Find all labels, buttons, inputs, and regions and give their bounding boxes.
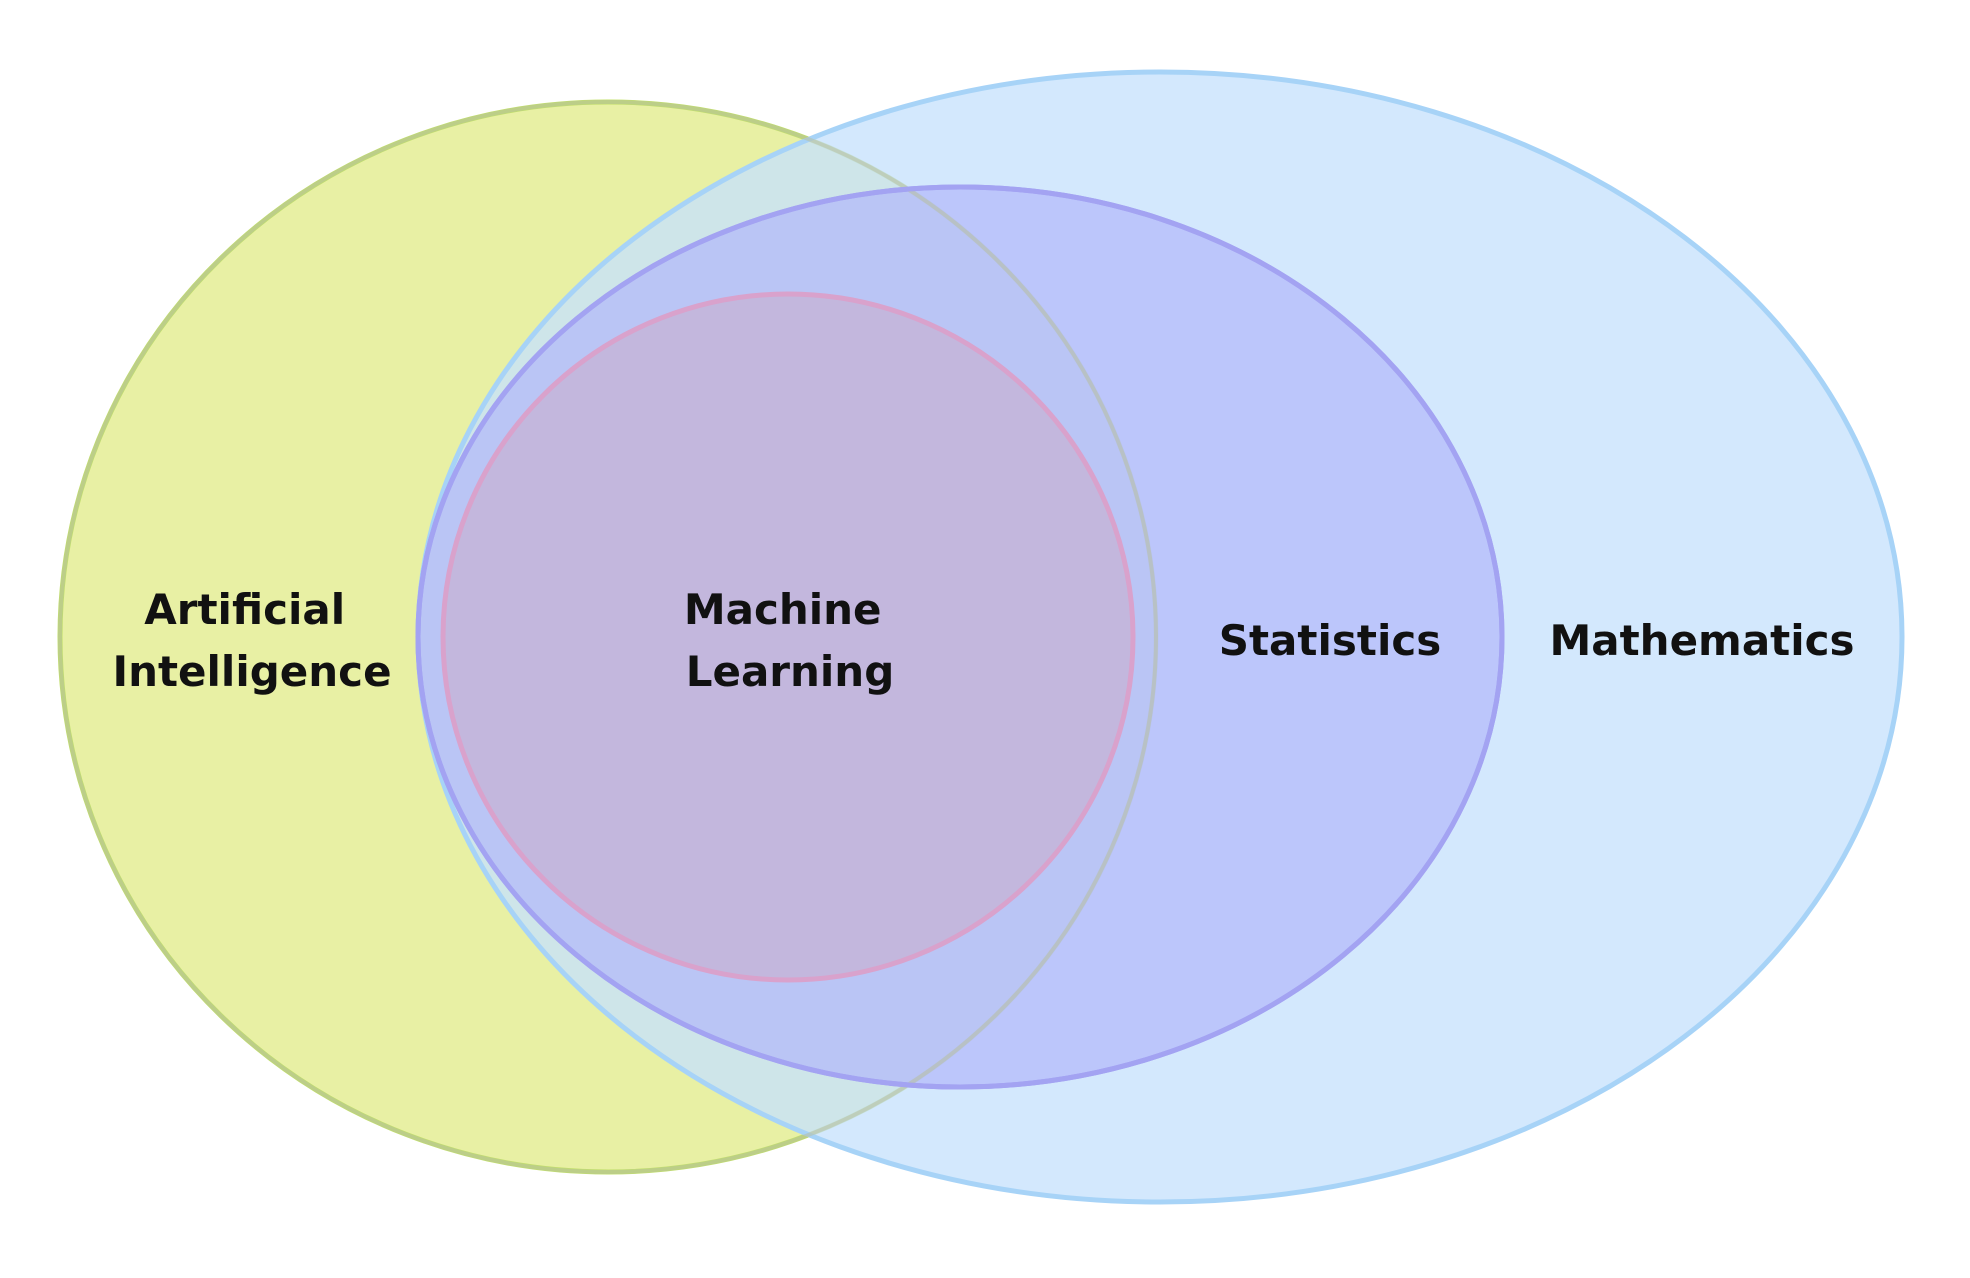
ml-label-line-2: Learning: [686, 647, 895, 696]
ml-label: Machine Learning: [684, 585, 896, 696]
ai-label-line-1: Artificial: [144, 585, 345, 634]
ml-label-line-1: Machine: [684, 585, 882, 634]
ml-set-ellipse: [440, 291, 1136, 983]
ai-label: Artificial Intelligence: [112, 585, 391, 696]
ml-set-outline: [441, 292, 1135, 982]
stats-label: Statistics: [1219, 616, 1442, 665]
stats-set-outline: [415, 184, 1505, 1090]
ai-set-outline: [58, 100, 1158, 1174]
math-label: Mathematics: [1549, 616, 1854, 665]
stats-label-line-1: Statistics: [1219, 616, 1442, 665]
ai-label-line-2: Intelligence: [112, 647, 391, 696]
math-label-line-1: Mathematics: [1549, 616, 1854, 665]
